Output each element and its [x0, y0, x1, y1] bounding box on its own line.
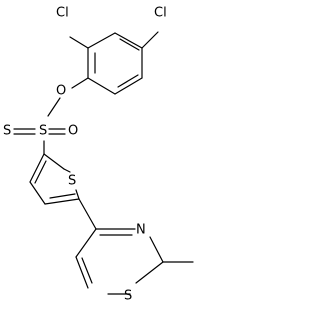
thiazole-s-atom-label: S: [124, 289, 132, 304]
thiazole-n-atom-label: N: [136, 223, 146, 238]
ester-o-atom-label: O: [56, 84, 66, 99]
bond: [87, 32, 116, 49]
canvas-background: [0, 0, 197, 331]
bond-to-cl-right: [141, 31, 159, 49]
bond: [114, 32, 143, 49]
bond: [29, 181, 46, 205]
bond: [75, 189, 80, 200]
sulfonyl-o-atom-label: O: [68, 124, 78, 139]
thiophene-ring: [29, 153, 80, 205]
sulfonyl-s-atom-label: S: [39, 124, 47, 139]
bond-inner: [34, 160, 47, 184]
bond-inner: [119, 38, 140, 51]
thiazole-ring: [75, 228, 194, 295]
bond-inner: [117, 74, 139, 88]
bond-to-cl-left: [69, 36, 89, 49]
bond-ring-to-o: [71, 77, 89, 89]
thiophene-s-atom-label: S: [68, 174, 76, 189]
cl-atom-label-right: Cl: [154, 6, 167, 21]
bond: [29, 153, 45, 183]
bond: [135, 261, 164, 284]
molecule-structure-diagram: Cl Cl O S S O S N S: [0, 0, 197, 331]
bond: [149, 236, 164, 263]
bond-inner: [49, 193, 76, 199]
bond: [43, 153, 65, 170]
bond-o-to-s: [47, 97, 61, 117]
bond: [114, 77, 143, 95]
bond: [44, 198, 80, 205]
bond: [87, 77, 116, 95]
dichlorophenyl-ring: [87, 32, 143, 95]
bond: [75, 228, 97, 258]
thione-s-atom-label: S: [3, 124, 11, 139]
bond: [75, 256, 89, 289]
bond-inner: [81, 257, 93, 284]
cl-atom-label-left: Cl: [56, 6, 69, 21]
bond: [63, 168, 71, 173]
bond-thiophene-to-thiazole: [78, 198, 97, 230]
